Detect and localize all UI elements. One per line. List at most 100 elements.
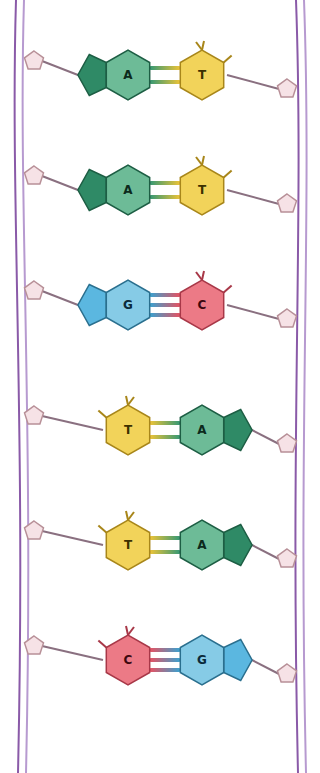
sugar-pentagon: [25, 636, 44, 654]
bond-line: [151, 181, 179, 185]
nucleotide-base: A: [180, 400, 264, 460]
nucleotide-base: C: [100, 630, 150, 690]
ring-hexagon: [106, 50, 149, 100]
bond-line: [151, 421, 179, 425]
side-group: [202, 271, 204, 280]
base-letter: T: [123, 537, 133, 553]
bond-line: [151, 66, 179, 70]
ring-pentagon: [78, 285, 106, 326]
nucleotide-base: G: [66, 275, 150, 335]
nucleotide-base: T: [100, 515, 150, 575]
base-shape: [66, 160, 150, 220]
glycosidic-bond: [42, 176, 78, 190]
hydrogen-bond: [151, 183, 179, 197]
bond-line: [151, 313, 179, 317]
base-rings: [180, 635, 252, 685]
base-rings: [98, 511, 149, 570]
side-group: [98, 526, 106, 533]
base-rings: [180, 271, 231, 330]
glycosidic-bond: [42, 291, 78, 305]
nucleotide-base: A: [66, 160, 150, 220]
backbone-strand: [15, 0, 21, 773]
side-group: [202, 41, 204, 50]
base-shape: [180, 400, 264, 460]
ring-hexagon: [106, 405, 149, 455]
ring-hexagon: [180, 635, 223, 685]
hydrogen-bond: [151, 423, 179, 437]
nucleotide-base: G: [180, 630, 264, 690]
nucleotide-base: T: [180, 160, 230, 220]
sugar-pentagon: [278, 79, 297, 97]
base-shape: [66, 45, 150, 105]
side-group: [196, 157, 202, 165]
side-group: [202, 156, 204, 165]
hydrogen-bond: [151, 68, 179, 82]
bond-line: [151, 293, 179, 297]
base-letter: T: [197, 67, 207, 83]
base-rings: [180, 520, 252, 570]
base-letter: T: [123, 422, 133, 438]
base-letter: A: [197, 422, 207, 438]
side-group: [196, 272, 202, 280]
base-rings: [180, 405, 252, 455]
side-group: [128, 512, 134, 520]
bond-line: [151, 658, 179, 662]
bond-line: [151, 303, 179, 307]
glycosidic-bond: [42, 646, 103, 660]
side-group: [126, 626, 128, 635]
base-shape: [180, 515, 264, 575]
sugar-pentagon: [25, 406, 44, 424]
side-group: [128, 627, 134, 635]
ring-pentagon: [224, 525, 252, 566]
ring-hexagon: [180, 405, 223, 455]
base-shape: [180, 630, 264, 690]
base-rings: [180, 41, 231, 100]
nucleotide-base: C: [180, 275, 230, 335]
backbone-strand: [23, 0, 29, 773]
side-group: [126, 511, 128, 520]
base-shape: [66, 275, 150, 335]
base-letter: A: [197, 537, 207, 553]
base-letter: G: [123, 297, 133, 313]
glycosidic-bond: [42, 416, 103, 430]
bond-line: [151, 648, 179, 652]
ring-hexagon: [106, 520, 149, 570]
side-group: [98, 411, 106, 418]
nucleotide-base: A: [66, 45, 150, 105]
ring-hexagon: [180, 50, 223, 100]
base-letter: A: [123, 67, 133, 83]
bond-line: [151, 80, 179, 84]
glycosidic-bond: [252, 430, 279, 444]
ring-hexagon: [180, 520, 223, 570]
nucleotide-base: A: [180, 515, 264, 575]
base-rings: [78, 280, 150, 330]
ring-hexagon: [106, 280, 149, 330]
hydrogen-bond: [151, 295, 179, 315]
sugar-pentagon: [278, 194, 297, 212]
bond-line: [151, 536, 179, 540]
ring-pentagon: [78, 55, 106, 96]
sugar-pentagon: [278, 664, 297, 682]
sugar-pentagon: [278, 549, 297, 567]
sugar-pentagon: [25, 166, 44, 184]
side-group: [98, 641, 106, 648]
ring-hexagon: [180, 280, 223, 330]
bond-line: [151, 668, 179, 672]
sugar-pentagon: [278, 309, 297, 327]
bond-line: [151, 195, 179, 199]
base-letter: G: [197, 652, 207, 668]
glycosidic-bond: [227, 75, 279, 89]
backbone-strand: [295, 0, 298, 773]
glycosidic-bond: [42, 531, 103, 545]
sugar-pentagon: [278, 434, 297, 452]
ring-hexagon: [180, 165, 223, 215]
glycosidic-bond: [42, 61, 78, 75]
base-rings: [180, 156, 231, 215]
base-rings: [78, 50, 150, 100]
nucleotide-base: T: [180, 45, 230, 105]
side-group: [126, 396, 128, 405]
hydrogen-bond: [151, 538, 179, 552]
